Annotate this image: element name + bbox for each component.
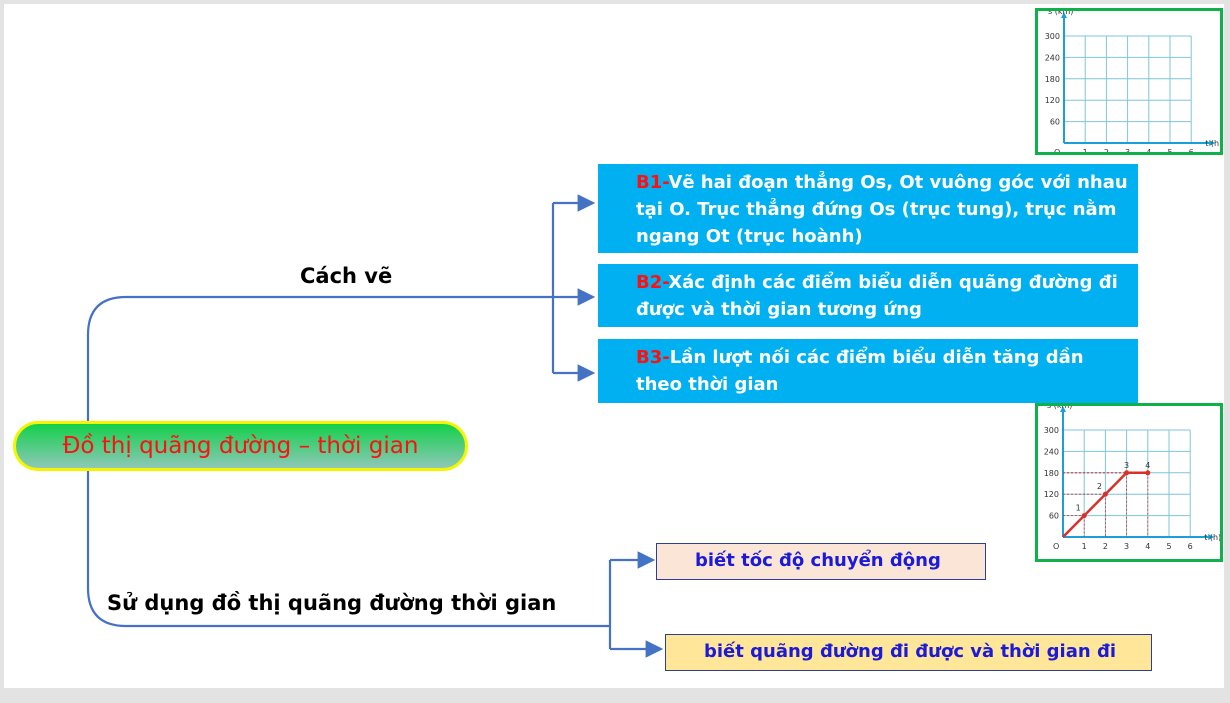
point-label: 4: [1145, 461, 1150, 470]
x-tick-label: 1: [1083, 148, 1088, 152]
x-axis-arrow-icon: [1208, 534, 1215, 540]
point-label: 2: [1097, 482, 1102, 491]
x-axis-arrow-icon: [1209, 140, 1216, 146]
example-graph-svg: 1 2 3 4 5 6 60 120 180 240 300 t (h) s (km) O 1 2 3 4: [1044, 401, 1221, 551]
y-axis-label: s (km): [1048, 11, 1073, 16]
x-tick-label: 6: [1188, 542, 1193, 551]
central-node: Đồ thị quãng đường – thời gian: [13, 421, 468, 471]
y-tick-label: 180: [1044, 469, 1059, 478]
step-text: Lần lượt nối các điểm biểu diễn tăng dần…: [636, 347, 1084, 395]
y-tick-label: 300: [1045, 32, 1060, 41]
y-tick-label: 180: [1045, 75, 1060, 84]
y-tick-label: 120: [1044, 490, 1059, 499]
origin-label: O: [1053, 542, 1059, 551]
y-tick-label: 240: [1044, 447, 1059, 456]
data-point: [1145, 470, 1151, 476]
x-tick-label: 5: [1166, 542, 1171, 551]
origin-label: O: [1054, 148, 1060, 152]
step-box-1: B1-Vẽ hai đoạn thẳng Os, Ot vuông góc vớ…: [598, 164, 1138, 253]
step-tag: B3-: [636, 347, 670, 368]
x-tick-label: 2: [1104, 148, 1109, 152]
data-point: [1081, 513, 1087, 519]
y-tick-label: 300: [1044, 426, 1059, 435]
y-axis-label: s (km): [1047, 406, 1072, 410]
data-point: [1102, 491, 1108, 497]
point-label: 1: [1076, 504, 1081, 513]
empty-graph: 1 2 3 4 5 6 60 120 180 240 300 t (h) s (km) O: [1035, 7, 1223, 157]
step-tag: B1-: [636, 172, 669, 193]
use-item-distance-time: biết quãng đường đi được và thời gian đi: [665, 634, 1152, 671]
x-tick-label: 6: [1189, 148, 1194, 152]
x-tick-label: 3: [1124, 542, 1129, 551]
y-axis-arrow-icon: [1060, 406, 1066, 412]
x-tick-label: 2: [1103, 542, 1108, 551]
use-item-speed: biết tốc độ chuyển động: [656, 543, 986, 580]
x-axis-label: t (h): [1204, 533, 1220, 542]
mindmap-connectors: [86, 194, 664, 658]
x-tick-label: 4: [1146, 148, 1151, 152]
step-box-2: B2-Xác định các điểm biểu diễn quãng đườ…: [598, 264, 1138, 327]
branch-label-use: Sử dụng đồ thị quãng đường thời gian: [107, 591, 557, 615]
x-tick-label: 5: [1167, 148, 1172, 152]
x-tick-label: 4: [1145, 542, 1150, 551]
step-tag: B2-: [636, 272, 669, 293]
step-box-3: B3-Lần lượt nối các điểm biểu diễn tăng …: [598, 339, 1138, 403]
x-tick-label: 1: [1082, 542, 1087, 551]
y-tick-label: 60: [1049, 512, 1059, 521]
y-tick-label: 60: [1050, 118, 1060, 127]
step-text: Vẽ hai đoạn thẳng Os, Ot vuông góc với n…: [636, 172, 1128, 247]
step-text: Xác định các điểm biểu diễn quãng đường …: [636, 272, 1118, 320]
x-axis-label: t (h): [1205, 139, 1220, 148]
y-tick-label: 240: [1045, 53, 1060, 62]
y-axis-arrow-icon: [1061, 12, 1067, 18]
branch-label-draw: Cách vẽ: [300, 264, 393, 288]
point-label: 3: [1124, 461, 1129, 470]
central-node-label: Đồ thị quãng đường – thời gian: [62, 433, 419, 459]
x-tick-label: 3: [1125, 148, 1130, 152]
empty-graph-svg: 1 2 3 4 5 6 60 120 180 240 300 t (h) s (km) O: [1045, 7, 1222, 157]
example-graph: 1 2 3 4 5 6 60 120 180 240 300 t (h) s (km) O 1 2 3 4: [1035, 401, 1223, 562]
data-point: [1124, 470, 1130, 476]
y-tick-label: 120: [1045, 96, 1060, 105]
